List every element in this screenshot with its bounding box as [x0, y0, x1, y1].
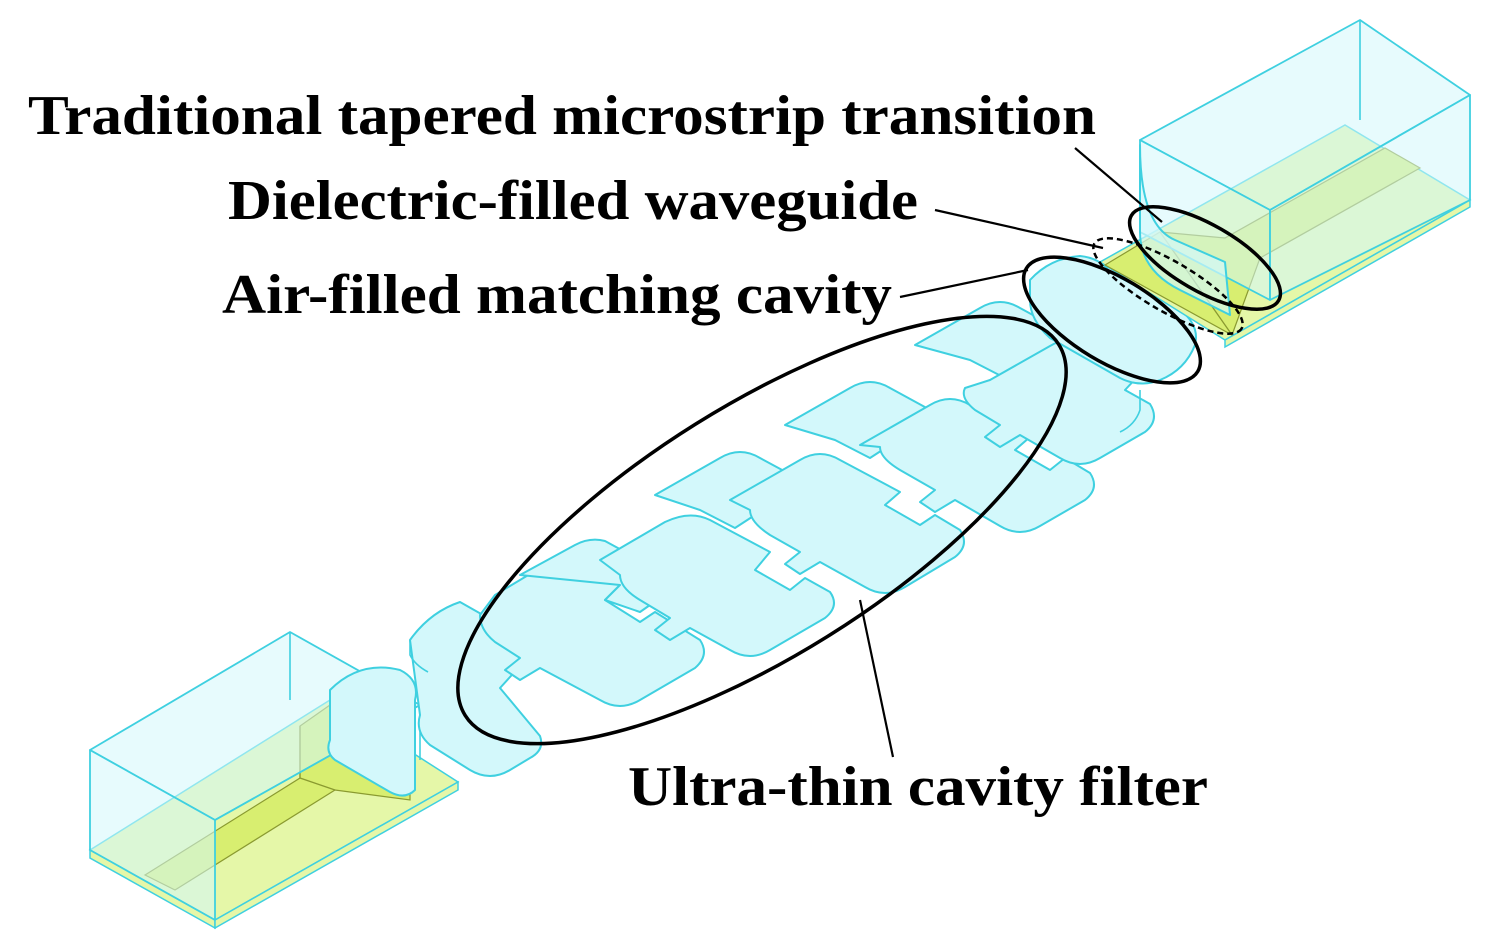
transition-ellipse	[1127, 205, 1283, 311]
matching-cavity-ellipse	[1021, 255, 1203, 385]
left-dfw-body	[327, 666, 417, 797]
transition-label: Traditional tapered microstrip transitio…	[28, 85, 1096, 147]
left-air-box-front	[89, 749, 216, 921]
filter-resonator-3	[729, 453, 965, 594]
filter-label: Ultra-thin cavity filter	[628, 756, 1208, 818]
annotations	[456, 147, 1283, 758]
dfw-label: Dielectric-filled waveguide	[228, 170, 918, 232]
transition-leader	[1074, 147, 1163, 223]
right-substrate-edge	[1224, 198, 1471, 349]
right-port	[1098, 19, 1472, 349]
filter-leader	[858, 599, 895, 758]
left-substrate-edge-right	[214, 780, 459, 930]
matching-leader	[899, 268, 1029, 299]
matching-cavity-label: Air-filled matching cavity	[222, 264, 892, 326]
filter-ellipse	[456, 314, 1068, 746]
dfw-ellipse	[1092, 237, 1244, 335]
filter-resonator-4	[859, 398, 1095, 533]
right-matching-cavity-edge	[1119, 390, 1141, 433]
left-matching-cavity-edge	[409, 640, 429, 673]
filter-resonator-2	[599, 514, 835, 657]
dfw-leader	[934, 208, 1104, 250]
